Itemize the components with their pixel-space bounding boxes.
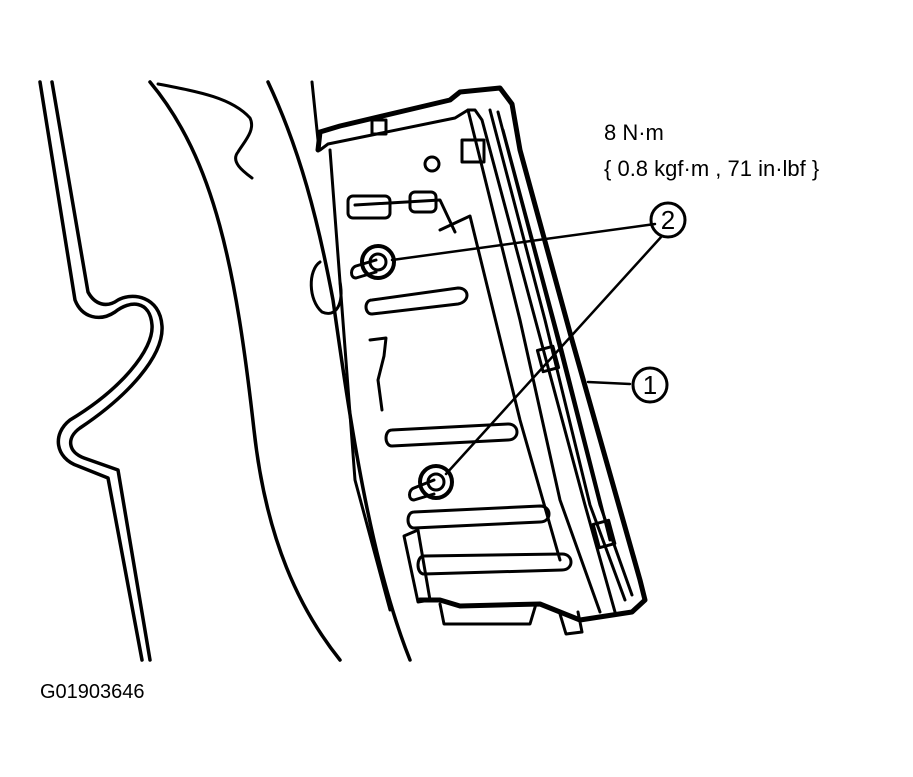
body-panel xyxy=(38,80,412,662)
callout-1-number: 1 xyxy=(643,370,657,400)
torque-spec-alt: { 0.8 kgf·m , 71 in·lbf } xyxy=(604,156,819,181)
leader-line-2-lower xyxy=(444,234,664,476)
torque-spec-metric: 8 N·m xyxy=(604,120,664,145)
callout-1: 1 xyxy=(631,366,669,404)
mounting-nut-lower xyxy=(408,464,454,502)
mounting-nut-upper xyxy=(350,244,396,280)
leader-line-2-upper xyxy=(390,222,657,262)
figure-id: G01903646 xyxy=(40,681,145,703)
leader-line-1 xyxy=(586,380,632,386)
control-unit-module xyxy=(315,85,648,636)
callout-2-number: 2 xyxy=(661,205,675,235)
callout-2: 2 xyxy=(649,201,687,239)
